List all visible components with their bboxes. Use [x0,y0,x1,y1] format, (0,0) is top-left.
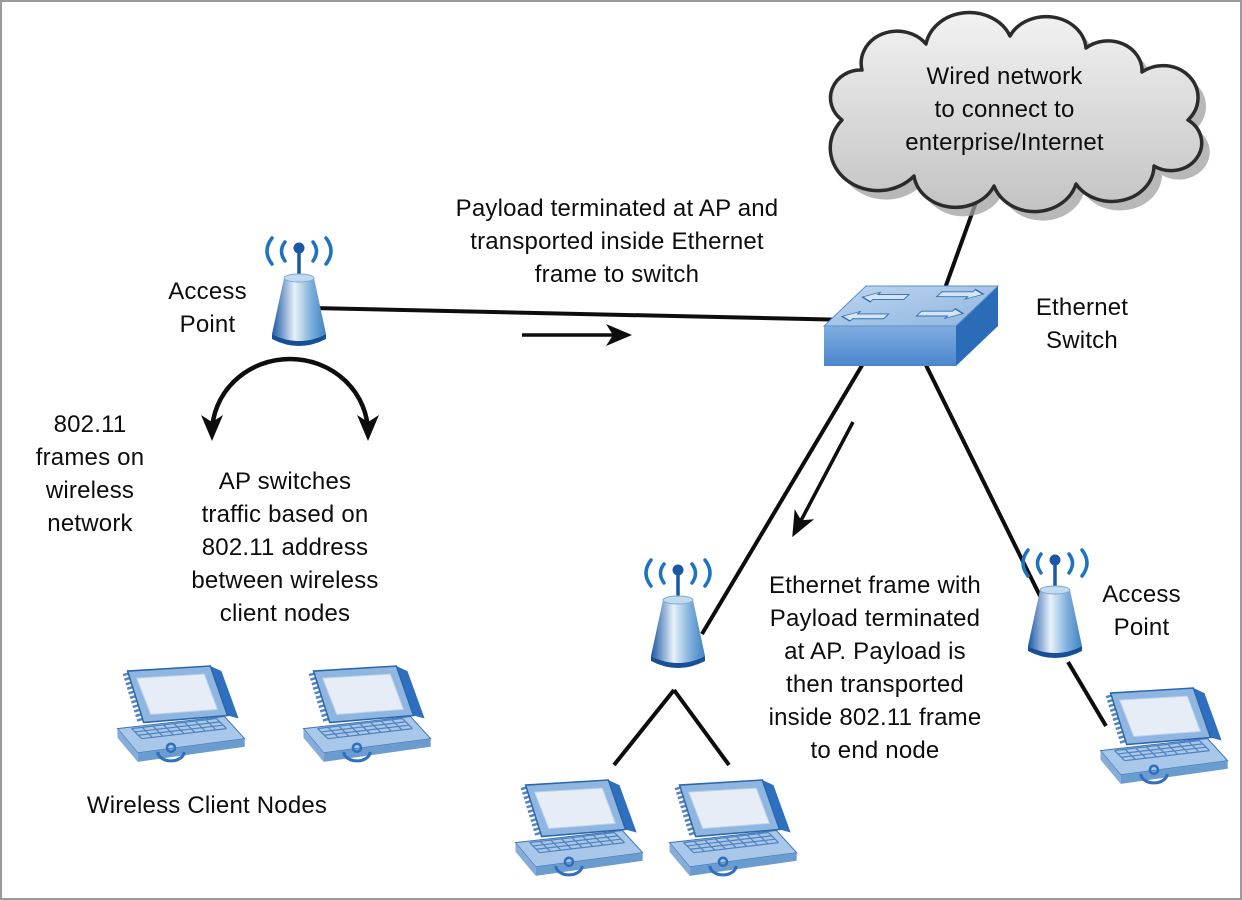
switch-arrow-right-front [915,307,965,320]
ethernet-frame-annotation: Ethernet frame with Payload terminated a… [768,572,982,764]
bidirectional-arc-arrow [201,356,379,441]
cloud-label: Wired network to connect to enterprise/I… [905,63,1104,156]
cloud-icon [828,10,1210,221]
laptop-icon [649,778,801,884]
access-point-left-label: Access Point [168,278,247,338]
wireless-link-ap-right-laptop [1066,660,1108,728]
ethernet-switch-icon [822,285,1000,366]
ethernet-switch-label: Ethernet Switch [1035,294,1129,354]
laptop-icon [1080,686,1232,792]
cable-switch-to-ap-center [700,350,872,636]
access-point-icon [633,558,723,676]
wireless-link-ap-center-right [672,688,731,767]
flow-arrow-to-ap [792,421,855,538]
laptop-icon [283,664,435,770]
wireless-link-ap-center-left [612,688,676,767]
laptop-icon [495,778,647,884]
switch-arrow-right-back [935,288,985,300]
switch-arrow-left-back [861,291,911,303]
wireless-client-nodes-label: Wireless Client Nodes [86,792,328,819]
frames-annotation: 802.11 frames on wireless network [35,411,145,537]
payload-annotation: Payload terminated at AP and transported… [455,195,779,288]
cable-ap-left-to-switch [311,306,853,322]
ap-switches-annotation: AP switches traffic based on 802.11 addr… [191,468,379,627]
access-point-right-label: Access Point [1102,581,1181,641]
laptop-icon [97,664,249,770]
switch-arrow-left-front [840,310,890,322]
